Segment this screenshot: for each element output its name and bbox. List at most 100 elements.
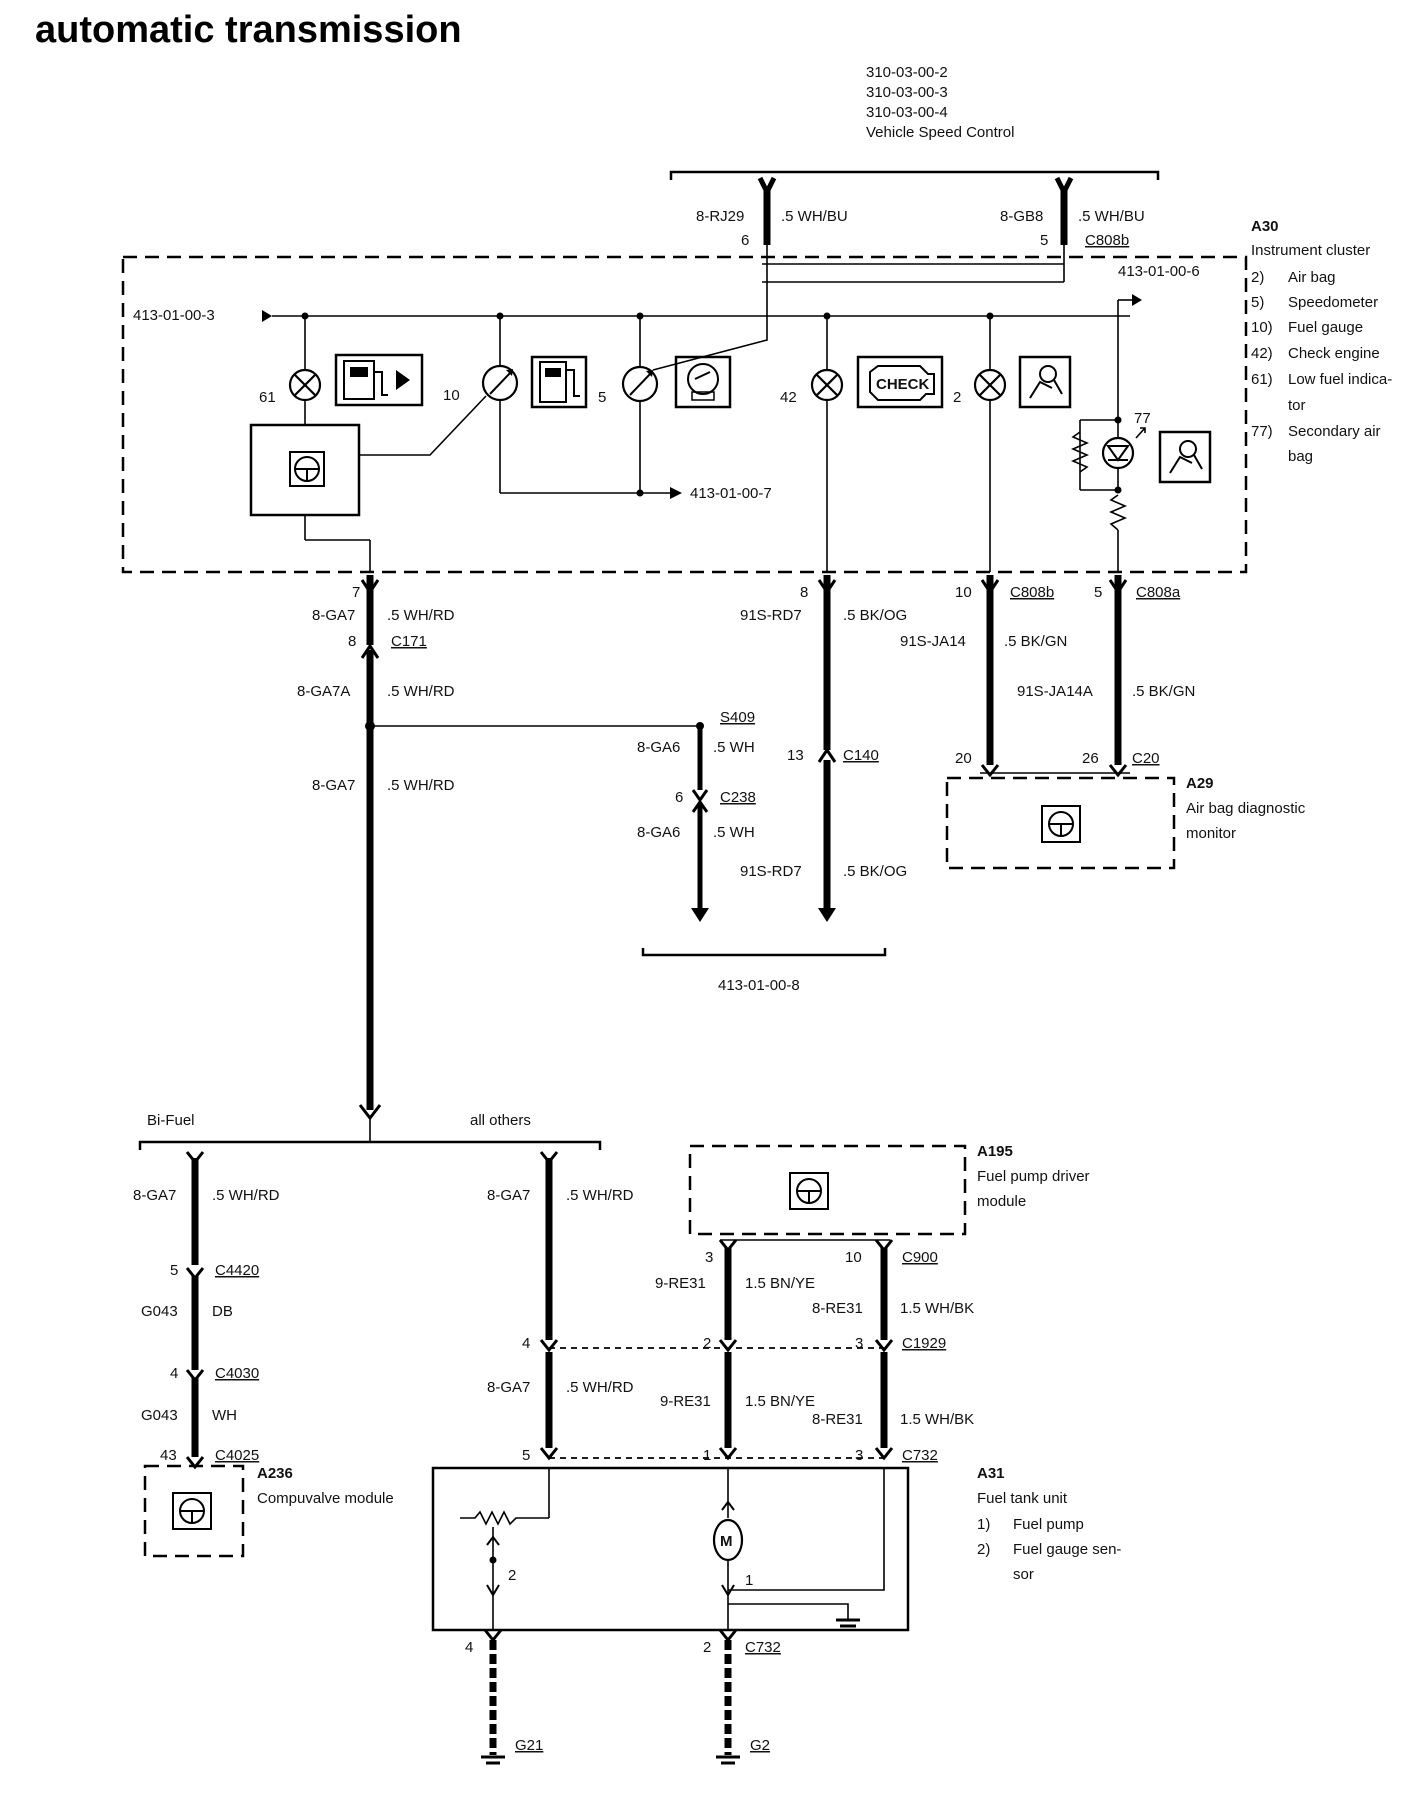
rheostat-icon <box>460 1510 549 1526</box>
motor-label: M <box>720 1533 733 1550</box>
label-91s-ja14a: 91S-JA14A <box>1017 683 1093 700</box>
legend-num: 61) <box>1251 371 1273 388</box>
connector-c900: C900 <box>902 1249 938 1266</box>
label-8-ga6-b: 8-GA6 <box>637 824 680 841</box>
label-wire-ga7-b: .5 WH/RD <box>387 777 455 794</box>
legend-text: Speedometer <box>1288 294 1378 311</box>
steering-module-icon <box>289 451 325 487</box>
ref-413-01-00-6: 413-01-00-6 <box>1118 263 1200 280</box>
label-8-gb8: 8-GB8 <box>1000 208 1043 225</box>
label-g043-b: G043 <box>141 1407 178 1424</box>
pin-10-c808b: 10 <box>955 584 972 601</box>
a31-legend-text: sor <box>1013 1566 1034 1583</box>
secondary-airbag-led-icon <box>1101 427 1146 470</box>
a30-instrument-cluster-box <box>121 255 1248 574</box>
bracket-fuel-split <box>138 1140 602 1150</box>
top-right-arrow <box>1054 176 1074 198</box>
arrow-rd7-down <box>818 908 836 922</box>
a31-legend-num: 2) <box>977 1541 990 1558</box>
conn-c732-b <box>718 1447 738 1461</box>
conn-c1929-c <box>874 1339 894 1353</box>
pin-10-c900: 10 <box>845 1249 862 1266</box>
a30-name: Instrument cluster <box>1251 242 1370 259</box>
label-91s-rd7-a: 91S-RD7 <box>740 607 802 624</box>
a29-id: A29 <box>1186 775 1214 792</box>
label-bnye-a: 1.5 BN/YE <box>745 1275 815 1292</box>
a236-name: Compuvalve module <box>257 1490 394 1507</box>
conn-c732-c <box>874 1447 894 1461</box>
conn-c1929-a <box>539 1339 559 1353</box>
a195-name-1: Fuel pump driver <box>977 1168 1090 1185</box>
num-42: 42 <box>780 389 797 406</box>
a31-legend-num: 1) <box>977 1516 990 1533</box>
connector-c171: C171 <box>391 633 427 650</box>
conn-c20-left <box>980 764 1000 778</box>
arrow-ga6-down <box>691 908 709 922</box>
pin-4-c1929: 4 <box>522 1335 530 1352</box>
a236-box <box>143 1464 245 1558</box>
num-1-motor: 1 <box>745 1572 753 1589</box>
splice-s409-label: S409 <box>720 709 755 726</box>
a195-box <box>688 1144 967 1236</box>
pin-5-c4420: 5 <box>170 1262 178 1279</box>
legend-num: 10) <box>1251 319 1273 336</box>
label-wire-rd7-b: .5 BK/OG <box>843 863 907 880</box>
pin-4-c732-bottom: 4 <box>465 1639 473 1656</box>
label-8-ga7-b: 8-GA7 <box>312 777 355 794</box>
resistor-77b-icon <box>1108 494 1128 531</box>
a31-legend-text: Fuel gauge sen- <box>1013 1541 1121 1558</box>
junction-77b <box>1114 486 1122 494</box>
header-bracket <box>669 170 1160 180</box>
bracket-413-01-00-8 <box>641 948 887 957</box>
label-wire-ja14: .5 BK/GN <box>1004 633 1067 650</box>
legend-num: 2) <box>1251 269 1264 286</box>
wire-gauge-signal <box>359 395 487 456</box>
wire-case-ground <box>728 1603 849 1620</box>
num-61: 61 <box>259 389 276 406</box>
pin-5-top: 5 <box>1040 232 1048 249</box>
pin-20-c20: 20 <box>955 750 972 767</box>
num-77: 77 <box>1134 410 1151 427</box>
connector-c4420: C4420 <box>215 1262 259 1279</box>
ref-413-01-00-7: 413-01-00-7 <box>690 485 772 502</box>
connector-c732-top: C732 <box>902 1447 938 1464</box>
ground-g2-icon <box>716 1755 740 1765</box>
label-g043-a: G043 <box>141 1303 178 1320</box>
num-5: 5 <box>598 389 606 406</box>
label-bifuel-wire: .5 WH/RD <box>212 1187 280 1204</box>
ref-413-01-00-3: 413-01-00-3 <box>133 307 215 324</box>
a31-id: A31 <box>977 1465 1005 1482</box>
legend-text: Secondary air <box>1288 423 1381 440</box>
label-wire-left-top: .5 WH/BU <box>781 208 848 225</box>
label-9-re31-b: 9-RE31 <box>660 1393 711 1410</box>
label-allothers-wire: .5 WH/RD <box>566 1187 634 1204</box>
pin-8-mid: 8 <box>800 584 808 601</box>
num-2-sender: 2 <box>508 1567 516 1584</box>
pin-5-c808a: 5 <box>1094 584 1102 601</box>
speedometer-symbol-icon <box>674 355 732 409</box>
a195-id: A195 <box>977 1143 1013 1160</box>
legend-num: 77) <box>1251 423 1273 440</box>
connector-c732-bottom: C732 <box>745 1639 781 1656</box>
label-8-re31-a: 8-RE31 <box>812 1300 863 1317</box>
conn-c20-right <box>1108 764 1128 778</box>
a236-module-icon <box>172 1492 212 1530</box>
junction-ref7 <box>636 489 644 497</box>
label-wire-ga7a: .5 WH/RD <box>387 683 455 700</box>
legend-text: bag <box>1288 448 1313 465</box>
legend-text: Air bag <box>1288 269 1336 286</box>
speedometer-icon <box>621 365 659 403</box>
legend-num: 5) <box>1251 294 1264 311</box>
fuel-pump-symbol-icon <box>334 353 424 407</box>
a29-module-icon <box>1041 805 1081 843</box>
connector-c140: C140 <box>843 747 879 764</box>
conn-c732-bottom-a <box>483 1629 503 1643</box>
pin-3-c900: 3 <box>705 1249 713 1266</box>
label-whbk-a: 1.5 WH/BK <box>900 1300 974 1317</box>
label-bi-fuel: Bi-Fuel <box>147 1112 195 1129</box>
label-8-ga6-a: 8-GA6 <box>637 739 680 756</box>
pin-4-c4030: 4 <box>170 1365 178 1382</box>
pin-6-c238: 6 <box>675 789 683 806</box>
legend-text: Fuel gauge <box>1288 319 1363 336</box>
